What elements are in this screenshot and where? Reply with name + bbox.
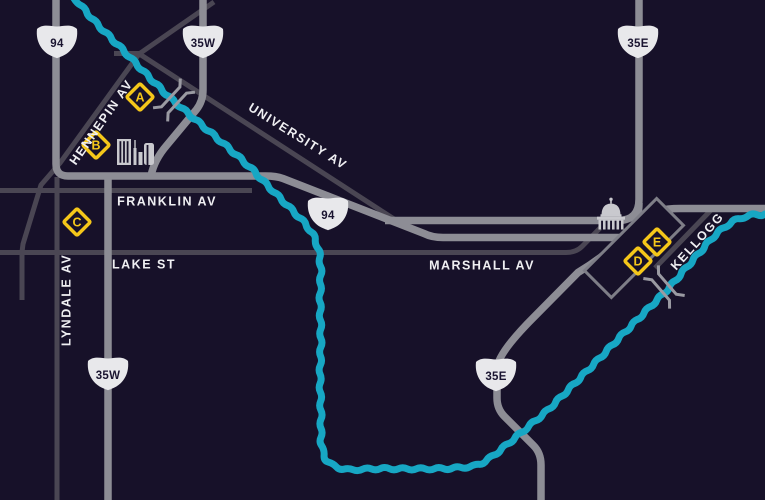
marker-c-letter: C	[72, 216, 81, 230]
minneapolis-skyline-icon	[117, 139, 154, 165]
marker-c[interactable]: C	[62, 207, 92, 237]
road-lake-marshall	[0, 222, 606, 255]
shield-i94-mid-number: 94	[321, 210, 335, 222]
bridge-hennepin-icon	[152, 78, 196, 122]
shield-i35e-s-number: 35E	[485, 371, 506, 383]
mississippi-river	[70, 0, 765, 475]
label-university-av: UNIVERSITY AV	[246, 100, 350, 172]
marker-a-letter: A	[135, 91, 144, 105]
shield-i35w-s: 35W	[87, 357, 129, 391]
marker-a[interactable]: A	[125, 82, 155, 112]
road-i94-35e-north	[385, 0, 643, 225]
road-kellogg-blvd	[653, 205, 716, 270]
shield-i35e-n-number: 35E	[627, 38, 648, 50]
marker-d-letter: D	[633, 255, 642, 269]
bridge-kellogg-icon	[643, 265, 685, 309]
label-lake-st: LAKE ST	[112, 257, 176, 271]
road-i94-east	[657, 204, 765, 215]
marker-b-letter: B	[91, 139, 100, 153]
label-marshall-av: MARSHALL AV	[429, 258, 535, 272]
shield-i94-mid: 94	[307, 197, 349, 231]
label-franklin-av: FRANKLIN AV	[117, 194, 217, 208]
shield-i35w-n: 35W	[182, 25, 224, 59]
shield-i35e-s: 35E	[475, 358, 517, 392]
shield-i94-nw-number: 94	[50, 38, 64, 50]
shield-i94-nw: 94	[36, 25, 78, 59]
marker-b[interactable]: B	[81, 130, 111, 160]
road-i35w-north	[147, 0, 207, 177]
shield-i35w-n-number: 35W	[191, 38, 216, 50]
stpaul-capitol-icon	[597, 197, 625, 230]
marker-e-letter: E	[653, 236, 661, 250]
shield-i35e-n: 35E	[617, 25, 659, 59]
road-i94-west	[52, 0, 620, 242]
shield-i35w-s-number: 35W	[96, 370, 121, 382]
road-university-av	[139, 52, 396, 222]
label-lyndale-av: LYNDALE AV	[59, 254, 73, 346]
marker-d[interactable]: D	[623, 246, 653, 276]
marker-e[interactable]: E	[642, 227, 672, 257]
